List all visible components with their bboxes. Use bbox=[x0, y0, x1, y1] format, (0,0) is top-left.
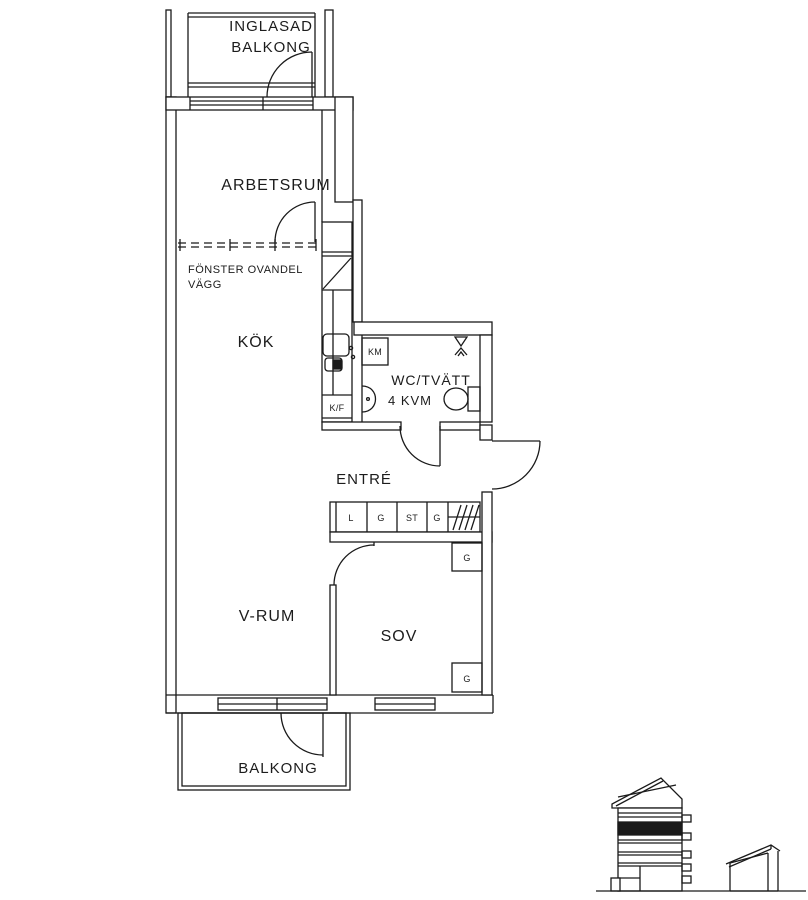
wall-right-upper bbox=[334, 96, 354, 203]
room-label-balcony: BALKONG bbox=[238, 760, 318, 777]
wc-bottom-wall-right bbox=[439, 421, 481, 431]
balcony-door-arc bbox=[266, 51, 313, 98]
floor-drain-chevron2 bbox=[457, 350, 465, 357]
small-building-section bbox=[725, 844, 781, 892]
building-section-key bbox=[596, 777, 806, 892]
room-label-wc-area: 4 KVM bbox=[388, 393, 432, 408]
small-building-roof bbox=[725, 844, 781, 865]
shaft-hatch bbox=[448, 504, 480, 531]
entry-bottom-wall bbox=[329, 531, 493, 543]
bedroom-door-arc bbox=[333, 544, 375, 586]
entry-wall-notch bbox=[479, 424, 493, 441]
tall-building-roof bbox=[611, 777, 683, 809]
room-label-wc: WC/TVÄTT bbox=[391, 372, 471, 388]
foundation bbox=[610, 877, 621, 892]
workroom: ARBETSRUM bbox=[221, 110, 330, 243]
label-washing-machine: KM bbox=[368, 347, 382, 357]
bedroom: SOV G G bbox=[329, 542, 483, 696]
wc-right-wall bbox=[479, 334, 493, 423]
closet-label-linen: L bbox=[348, 513, 353, 523]
wc-laundry: KM WC/TVÄTT 4 KVM bbox=[321, 334, 493, 431]
balcony-rail-outer bbox=[177, 712, 351, 791]
room-label-living-room: V-RUM bbox=[239, 608, 296, 625]
bedroom-partition-wall bbox=[329, 584, 337, 696]
note-window-above-wall-2: VÄGG bbox=[188, 279, 222, 291]
wc-sink-icon bbox=[361, 385, 377, 413]
exterior-walls bbox=[165, 96, 494, 714]
washing-machine-box bbox=[361, 337, 389, 366]
bottom-windows bbox=[217, 697, 436, 711]
wc-door-arc bbox=[399, 425, 441, 467]
wardrobe-box-lower bbox=[451, 662, 483, 693]
closet-label-wardrobe2: G bbox=[433, 513, 440, 523]
room-label-kitchen: KÖK bbox=[238, 333, 275, 351]
room-label-glazed-balcony-2: BALKONG bbox=[231, 39, 311, 56]
room-label-glazed-balcony-1: INGLASAD bbox=[229, 18, 313, 35]
kitchen-sink-bowl-small bbox=[324, 357, 343, 372]
floor-drain-icon bbox=[453, 336, 469, 348]
tall-building-section bbox=[610, 777, 692, 892]
wall-right-step bbox=[352, 199, 363, 323]
kitchen-tap-dot bbox=[348, 345, 354, 351]
wall-top bbox=[165, 96, 354, 111]
balcony-door-arc-bottom bbox=[280, 712, 324, 756]
note-window-above-wall-1: FÖNSTER OVANDEL bbox=[188, 264, 303, 276]
room-label-workroom: ARBETSRUM bbox=[221, 177, 330, 194]
highlighted-floor bbox=[617, 821, 683, 836]
entrance-door-arc bbox=[491, 440, 541, 490]
balcony-bottom: BALKONG bbox=[177, 712, 351, 791]
kitchen-sink-drainer bbox=[332, 359, 342, 370]
wc-sink-tap-dot bbox=[365, 396, 371, 402]
floor-drain-chevron bbox=[454, 347, 468, 356]
glazed-balcony: INGLASAD BALKONG bbox=[165, 9, 334, 98]
wall-wc-top bbox=[353, 321, 493, 336]
closet-label-cleaning: ST bbox=[406, 513, 418, 523]
room-label-entry: ENTRÉ bbox=[336, 471, 392, 488]
closet-label-wardrobe: G bbox=[377, 513, 384, 523]
toilet-bowl-icon bbox=[443, 387, 469, 411]
balcony-rail-inner bbox=[181, 712, 347, 787]
window-above-wall: FÖNSTER OVANDEL VÄGG bbox=[178, 239, 317, 291]
wall-right-lower bbox=[481, 491, 493, 696]
balcony-pillar-right bbox=[324, 9, 334, 98]
wall-left bbox=[165, 96, 177, 714]
room-label-bedroom: SOV bbox=[381, 628, 418, 645]
living-room: V-RUM bbox=[239, 608, 296, 625]
toilet-tank-icon bbox=[467, 386, 481, 412]
kitchen-tap-dot2 bbox=[350, 354, 356, 360]
workroom-door-arc bbox=[274, 201, 316, 243]
wardrobe-label-upper: G bbox=[463, 553, 470, 563]
wardrobe-box-upper bbox=[451, 542, 483, 572]
kitchen-counter-strip bbox=[321, 221, 353, 423]
wc-bottom-wall-left bbox=[321, 421, 402, 431]
kitchen: KÖK K/F bbox=[238, 221, 356, 423]
tall-cabinet-diagonal bbox=[322, 257, 352, 290]
label-fridge-freezer: K/F bbox=[330, 403, 345, 413]
entry-hall: ENTRÉ L G ST G bbox=[329, 424, 541, 543]
balcony-pillar-left bbox=[165, 9, 172, 98]
wardrobe-label-lower: G bbox=[463, 674, 470, 684]
kitchen-sink-bowl bbox=[322, 333, 350, 357]
